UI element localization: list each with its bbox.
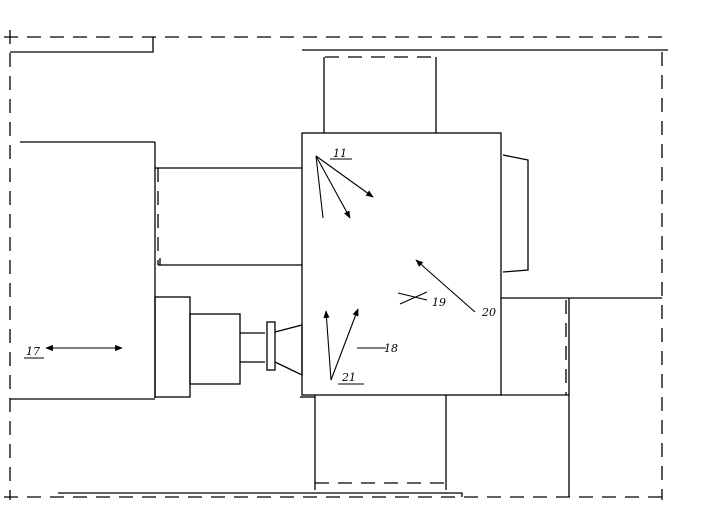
arrow-21-b [330, 308, 359, 381]
dashed-boundary [4, 30, 670, 500]
arrow-11-b [315, 155, 351, 219]
main-room [301, 132, 502, 396]
wall-outlines [10, 37, 668, 497]
arrow-20 [415, 259, 476, 313]
arrows [45, 155, 476, 381]
arrow-11-c [315, 155, 324, 219]
arrow-19 [397, 292, 428, 301]
label-11: 11 [333, 147, 347, 160]
label-20: 20 [481, 306, 496, 319]
arrow-11-a [315, 155, 374, 198]
label-19: 19 [432, 296, 446, 309]
labels: 11 17 18 19 20 21 [24, 147, 496, 385]
label-18: 18 [384, 342, 398, 355]
side-bracket [502, 154, 529, 273]
label-17: 17 [26, 345, 40, 358]
label-21: 21 [341, 371, 356, 384]
machine-assembly [154, 296, 303, 398]
arrow-19-b [399, 291, 428, 305]
arrow-21-a [323, 310, 332, 381]
